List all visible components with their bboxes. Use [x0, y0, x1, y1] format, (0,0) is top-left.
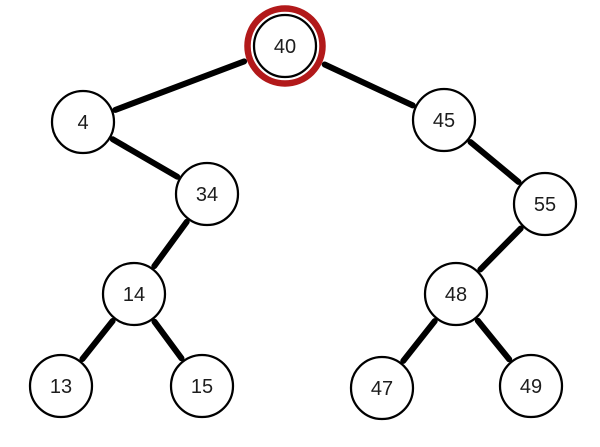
tree-edge-34-14: [151, 218, 190, 270]
node-circle: [349, 355, 415, 421]
node-circle: [252, 13, 318, 79]
node-circle: [50, 89, 116, 155]
tree-edge-14-13: [79, 318, 116, 362]
tree-node-40: 40: [244, 5, 326, 87]
tree-edge-48-47: [400, 318, 438, 364]
tree-edge-40-4: [112, 58, 248, 113]
node-circle: [174, 161, 240, 227]
tree-edge-48-49: [474, 317, 513, 363]
tree-node-48: 48: [423, 261, 489, 327]
node-label: 40: [274, 36, 296, 58]
tree-node-14: 14: [101, 261, 167, 327]
tree-node-15: 15: [169, 353, 235, 419]
node-label: 14: [123, 284, 145, 306]
tree-node-47: 47: [349, 355, 415, 421]
node-label: 49: [520, 376, 542, 398]
tree-node-45: 45: [411, 87, 477, 153]
node-circle: [498, 353, 564, 419]
node-label: 55: [534, 194, 556, 216]
tree-edge-40-45: [321, 61, 416, 109]
tree-node-4: 4: [50, 89, 116, 155]
node-circle: [423, 261, 489, 327]
tree-node-34: 34: [174, 161, 240, 227]
node-label: 45: [433, 110, 455, 132]
tree-edge-14-15: [151, 318, 185, 362]
tree-node-49: 49: [498, 353, 564, 419]
node-circle: [512, 171, 578, 237]
node-circle: [28, 353, 94, 419]
node-label: 15: [191, 376, 213, 398]
node-circle: [169, 353, 235, 419]
tree-node-13: 13: [28, 353, 94, 419]
node-label: 48: [445, 284, 467, 306]
node-circle: [101, 261, 167, 327]
tree-edge-55-48: [477, 225, 524, 273]
node-label: 47: [371, 378, 393, 400]
tree-edge-45-55: [467, 139, 522, 185]
tree-edge-4-34: [109, 136, 181, 180]
node-circle: [411, 87, 477, 153]
highlight-ring: [244, 5, 326, 87]
node-label: 13: [50, 376, 72, 398]
node-label: 34: [196, 184, 218, 206]
node-label: 4: [77, 112, 88, 134]
tree-node-55: 55: [512, 171, 578, 237]
